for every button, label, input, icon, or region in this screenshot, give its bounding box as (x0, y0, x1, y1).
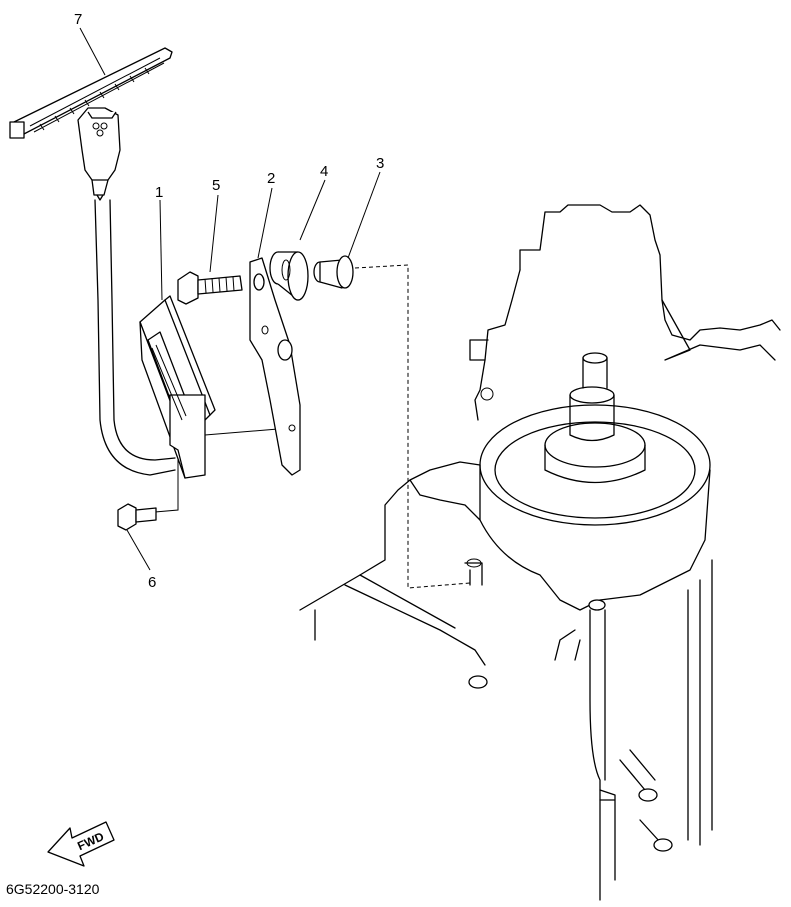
part-label-5: 5 (212, 177, 220, 194)
wire-harness (94, 199, 176, 476)
fwd-arrow-icon: FWD (47, 821, 115, 867)
flange-bolt (177, 271, 243, 305)
callout-lines (79, 27, 381, 571)
rectifier-regulator (139, 295, 216, 479)
rubber-grommet (269, 251, 309, 301)
part-label-3: 3 (376, 155, 384, 172)
cable-tie (9, 47, 173, 139)
mounting-bracket (249, 257, 301, 476)
part-label-6: 6 (148, 574, 156, 591)
part-label-7: 7 (74, 11, 82, 28)
collar-sleeve (313, 255, 354, 289)
wire-connector (77, 107, 121, 201)
small-bolt (117, 503, 157, 531)
engine-block-outline (299, 204, 781, 901)
part-label-2: 2 (267, 170, 275, 187)
part-label-4: 4 (320, 163, 328, 180)
part-label-1: 1 (155, 184, 163, 201)
part-code: 6G52200-3120 (6, 881, 100, 897)
